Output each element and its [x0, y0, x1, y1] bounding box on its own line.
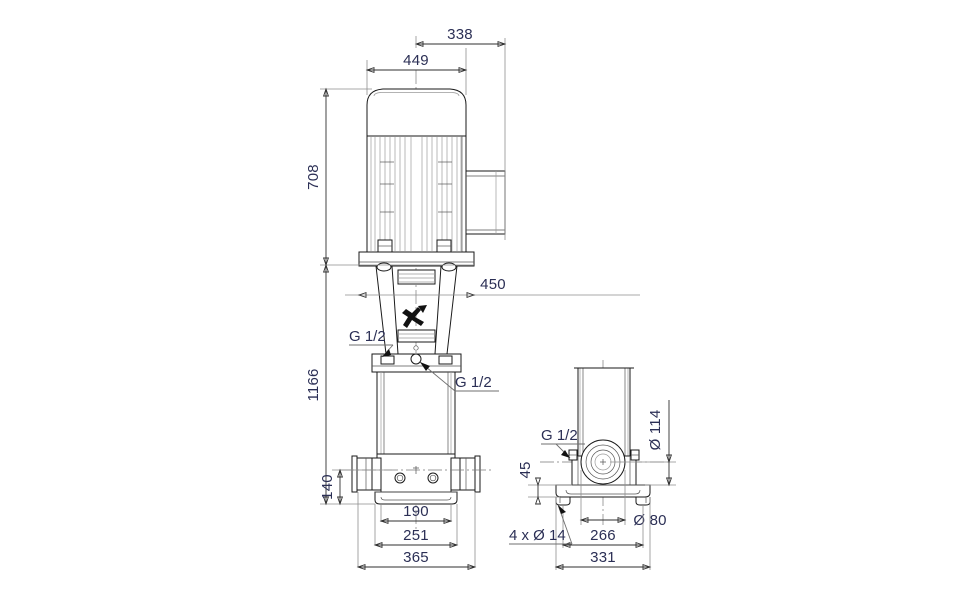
dim-140-text: 140: [319, 474, 336, 500]
dim-251-text: 251: [403, 527, 429, 544]
dim-190-text: 190: [403, 503, 429, 520]
dim-331-text: 331: [590, 549, 616, 566]
drain-plug-right: [427, 472, 439, 484]
motor-foot-right: [436, 239, 452, 253]
dim-708-text: 708: [305, 164, 322, 190]
motor-rib-breaks: [380, 161, 452, 213]
dim-1166-text: 1166: [305, 368, 322, 401]
front-view-dimensions: 338 449 708 1166 450 140: [305, 26, 640, 571]
base-foot: [374, 491, 458, 505]
side-plug-left: [568, 449, 578, 461]
front-view-geometry: [340, 70, 506, 530]
dim-449-text: 449: [403, 52, 429, 69]
side-plug-right: [630, 449, 640, 461]
label-bolt-holes: 4 x Ø 14: [509, 527, 566, 544]
suction-port-right: [459, 455, 481, 493]
discharge-port-left: [351, 455, 373, 493]
motor-cooling-fins: [370, 137, 462, 251]
pump-sleeve: [376, 371, 456, 455]
side-view-labels: G 1/2 4 x Ø 14: [509, 427, 585, 545]
dim-365-text: 365: [403, 549, 429, 566]
priming-plug-circle: [410, 353, 422, 365]
dim-d114-text: Ø 114: [647, 410, 664, 451]
rotation-arrow-symbol: [402, 305, 427, 328]
side-base-plate: [555, 484, 651, 506]
motor-fan-cover: [366, 88, 467, 137]
side-view-geometry: [540, 360, 672, 525]
label-g12-upper: G 1/2: [349, 328, 386, 345]
motor-mount-plate: [358, 251, 475, 267]
dim-266-text: 266: [590, 527, 616, 544]
drain-plug-left: [394, 472, 406, 484]
front-view-labels: G 1/2 G 1/2: [349, 328, 499, 392]
terminal-box: [465, 170, 506, 235]
dim-338-text: 338: [447, 26, 473, 43]
label-g12-lower: G 1/2: [455, 374, 492, 391]
dim-450-text: 450: [480, 276, 506, 293]
motor-foot-left: [377, 239, 393, 253]
label-g12-side: G 1/2: [541, 427, 578, 444]
head-bolt-left: [380, 355, 395, 365]
side-view-dimensions: Ø 114 45 Ø 80 266 331: [517, 400, 676, 571]
head-bolt-right: [438, 355, 453, 365]
motor-body: [366, 135, 467, 253]
coupling-lantern: [375, 262, 458, 355]
fan-cover-seam: [373, 92, 460, 97]
coupling-internals: [397, 269, 436, 351]
dim-45-text: 45: [517, 461, 534, 478]
